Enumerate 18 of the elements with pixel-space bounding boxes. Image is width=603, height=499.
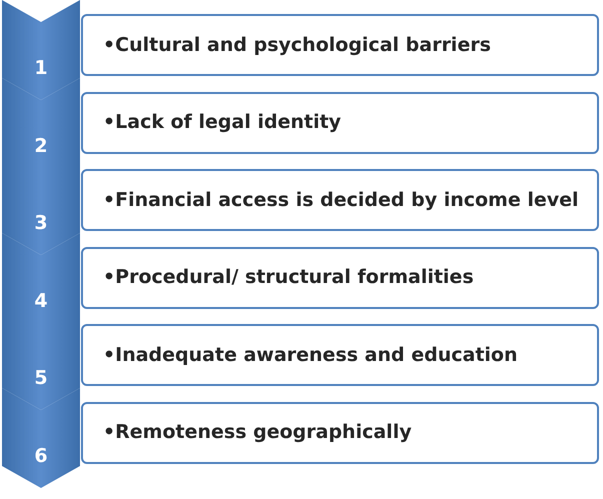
list-item-card [81,324,599,386]
step-number: 6 [33,444,49,468]
list-item-card [81,14,599,76]
list-item-text: •Cultural and psychological barriers [103,34,491,56]
step-number: 4 [33,288,49,312]
step-number: 5 [33,366,49,390]
list-item-text: •Inadequate awareness and education [103,344,518,366]
list-item-text: •Financial access is decided by income level [103,188,579,212]
list-item-text: •Remoteness geographically [103,421,412,444]
list-item-card [81,169,599,231]
list-item-card [81,246,599,308]
step-number: 2 [33,134,49,158]
list-item-card [81,92,599,154]
list-item-card [81,402,599,464]
step-number: 1 [33,56,49,80]
list-item-text: •Procedural/ structural formalities [103,266,474,289]
list-item-text: •Lack of legal identity [103,111,342,134]
step-number: 3 [33,211,49,235]
